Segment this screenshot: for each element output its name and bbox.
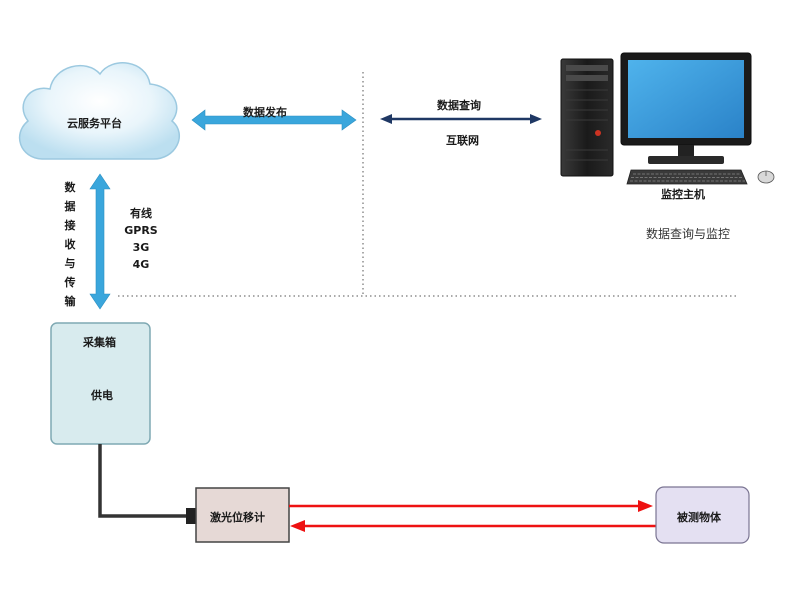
laser-beam-return bbox=[290, 520, 656, 532]
keyboard-icon bbox=[626, 169, 748, 185]
collector-power-label: 供电 bbox=[91, 389, 113, 402]
link-types-list: 有线 GPRS 3G 4G bbox=[118, 205, 164, 273]
cloud-icon bbox=[18, 62, 181, 160]
computer-tower-icon bbox=[560, 58, 614, 177]
monitor-host-label: 监控主机 bbox=[661, 188, 705, 201]
monitor-desc-label: 数据查询与监控 bbox=[646, 227, 731, 241]
power-cable bbox=[98, 444, 186, 518]
data-query-label: 数据查询 bbox=[437, 99, 481, 112]
link-type-3g: 3G bbox=[132, 241, 150, 254]
query-arrow bbox=[380, 114, 542, 124]
link-type-wired: 有线 bbox=[130, 207, 152, 220]
target-object-label: 被测物体 bbox=[677, 511, 721, 524]
vertical-transfer-arrow bbox=[89, 173, 111, 310]
laser-sensor-box bbox=[195, 487, 290, 543]
monitor-icon bbox=[620, 52, 752, 164]
laser-connector bbox=[186, 508, 196, 524]
link-type-4g: 4G bbox=[132, 258, 150, 271]
internet-label: 互联网 bbox=[446, 134, 479, 147]
data-publish-label: 数据发布 bbox=[243, 106, 287, 119]
cloud-label: 云服务平台 bbox=[67, 117, 122, 130]
publish-arrow bbox=[191, 109, 357, 131]
data-transfer-label: 数据接收与传输 bbox=[64, 181, 76, 308]
target-object-box bbox=[655, 486, 750, 544]
collector-title: 采集箱 bbox=[83, 336, 116, 349]
link-type-gprs: GPRS bbox=[124, 224, 158, 237]
laser-sensor-label: 激光位移计 bbox=[210, 511, 265, 524]
laser-beam-outgoing bbox=[289, 500, 653, 512]
mouse-icon bbox=[757, 170, 775, 184]
